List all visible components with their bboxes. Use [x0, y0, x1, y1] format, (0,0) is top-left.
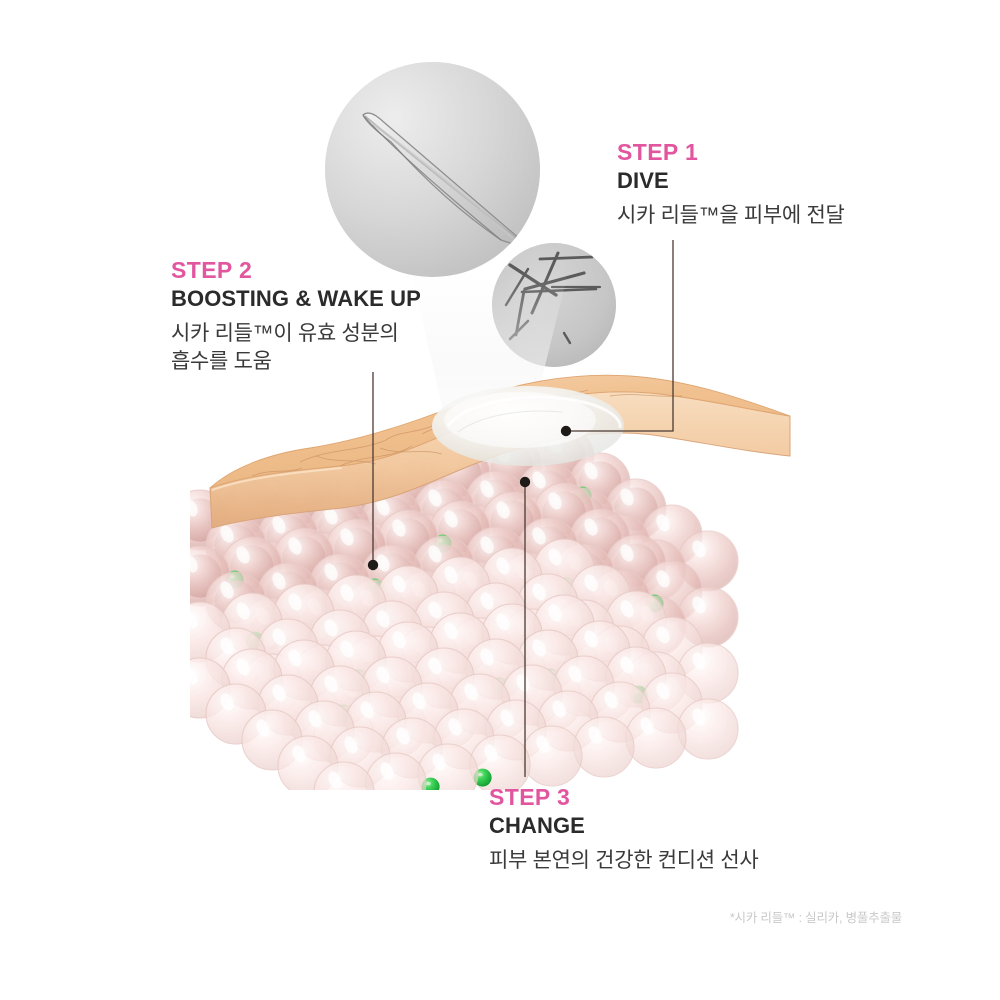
- step-3-title: CHANGE: [489, 813, 585, 839]
- step-2-title: BOOSTING & WAKE UP: [171, 286, 421, 312]
- step-3-description: 피부 본연의 건강한 컨디션 선사: [489, 847, 759, 876]
- step-3-block: STEP 3 CHANGE 피부 본연의 건강한 컨디션 선사: [489, 784, 759, 876]
- skin-cross-section-with-cells: [169, 370, 810, 823]
- step-2-description: 시카 리들™이 유효 성분의 흡수를 도움: [171, 320, 421, 378]
- step-2-kicker: STEP 2: [171, 257, 253, 283]
- serum-droplet: [432, 386, 624, 466]
- footnote-line-1: *시카 리들™ : 실리카, 병풀추출물: [729, 911, 903, 925]
- needle-tip-micrograph: [325, 62, 540, 277]
- step-2-block: STEP 2 BOOSTING & WAKE UP 시카 리들™이 유효 성분의…: [171, 257, 421, 377]
- step-1-block: STEP 1 DIVE 시카 리들™을 피부에 전달: [617, 139, 845, 230]
- step-1-desc-line-1: 시카 리들™을 피부에 전달: [617, 203, 845, 227]
- step-1-description: 시카 리들™을 피부에 전달: [617, 202, 845, 231]
- footnote: *시카 리들™ : 실리카, 병풀추출물: [656, 910, 976, 927]
- step-2-desc-line-1: 시카 리들™이 유효 성분의: [171, 321, 399, 345]
- step-3-desc-line-1: 피부 본연의 건강한 컨디션 선사: [489, 848, 759, 872]
- step-1-kicker: STEP 1: [617, 139, 699, 165]
- needle-tip-shape: [325, 62, 540, 277]
- step-1-title: DIVE: [617, 168, 669, 194]
- cell-bubbles: [169, 426, 739, 823]
- step-3-kicker: STEP 3: [489, 784, 571, 810]
- step-2-desc-line-2: 흡수를 도움: [171, 350, 272, 374]
